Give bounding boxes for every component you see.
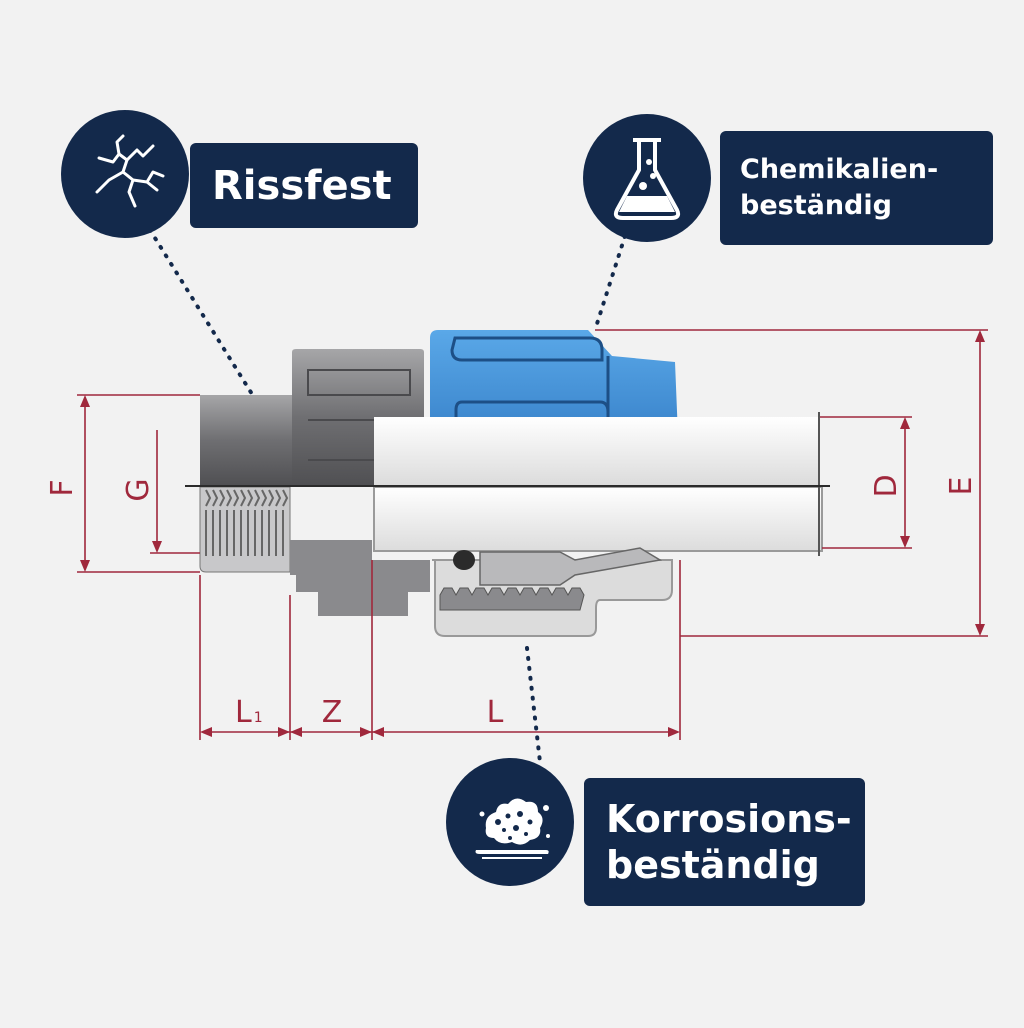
thread-tooth	[282, 489, 289, 507]
rissfest-text: Rissfest	[212, 162, 392, 209]
cross-section	[199, 486, 673, 637]
o-ring	[453, 550, 475, 570]
corrosion-icon	[475, 798, 550, 859]
chemikalien-line2: beständig	[740, 190, 892, 221]
feature-label-korrosion: Korrosions- beständig	[584, 778, 865, 906]
crack-icon	[95, 134, 165, 208]
korrosion-line1: Korrosions-	[606, 797, 852, 841]
dim-label-l1-sub: 1	[254, 710, 263, 726]
thread-tooth	[240, 489, 247, 507]
thread-tooth	[226, 489, 233, 507]
dim-label-f: F	[45, 479, 80, 496]
crack-icon-circle	[61, 110, 189, 238]
corrosion-icon-circle	[446, 758, 574, 886]
feature-label-rissfest: Rissfest	[190, 143, 418, 228]
leader-rissfest	[148, 228, 267, 417]
dim-label-z: Z	[322, 695, 343, 730]
flask-icon	[613, 138, 681, 220]
thread-tooth	[247, 489, 254, 507]
thread-tooth	[261, 489, 268, 507]
thread-tooth	[268, 489, 275, 507]
thread-tooth	[212, 489, 219, 507]
dim-label-l1-main: L	[235, 695, 252, 730]
dim-label-e: E	[944, 477, 979, 496]
chemikalien-line1: Chemikalien-	[740, 154, 939, 185]
flask-icon-circle	[583, 114, 711, 242]
thread-tooth	[233, 489, 240, 507]
thread-tooth	[219, 489, 226, 507]
dimension-lines	[77, 329, 988, 740]
leader-korrosion	[525, 646, 542, 764]
dim-label-d: D	[869, 474, 904, 497]
thread-tooth	[205, 489, 212, 507]
korrosion-line2: beständig	[606, 843, 820, 887]
thread-tooth	[275, 489, 282, 507]
dim-label-g: G	[121, 478, 156, 501]
pipe	[373, 412, 823, 556]
dim-label-l: L	[487, 695, 504, 730]
feature-label-chemikalien: Chemikalien- beständig	[720, 131, 993, 245]
leader-chemikalien	[593, 234, 627, 332]
leader-lines	[148, 228, 627, 764]
thread-tooth	[254, 489, 261, 507]
